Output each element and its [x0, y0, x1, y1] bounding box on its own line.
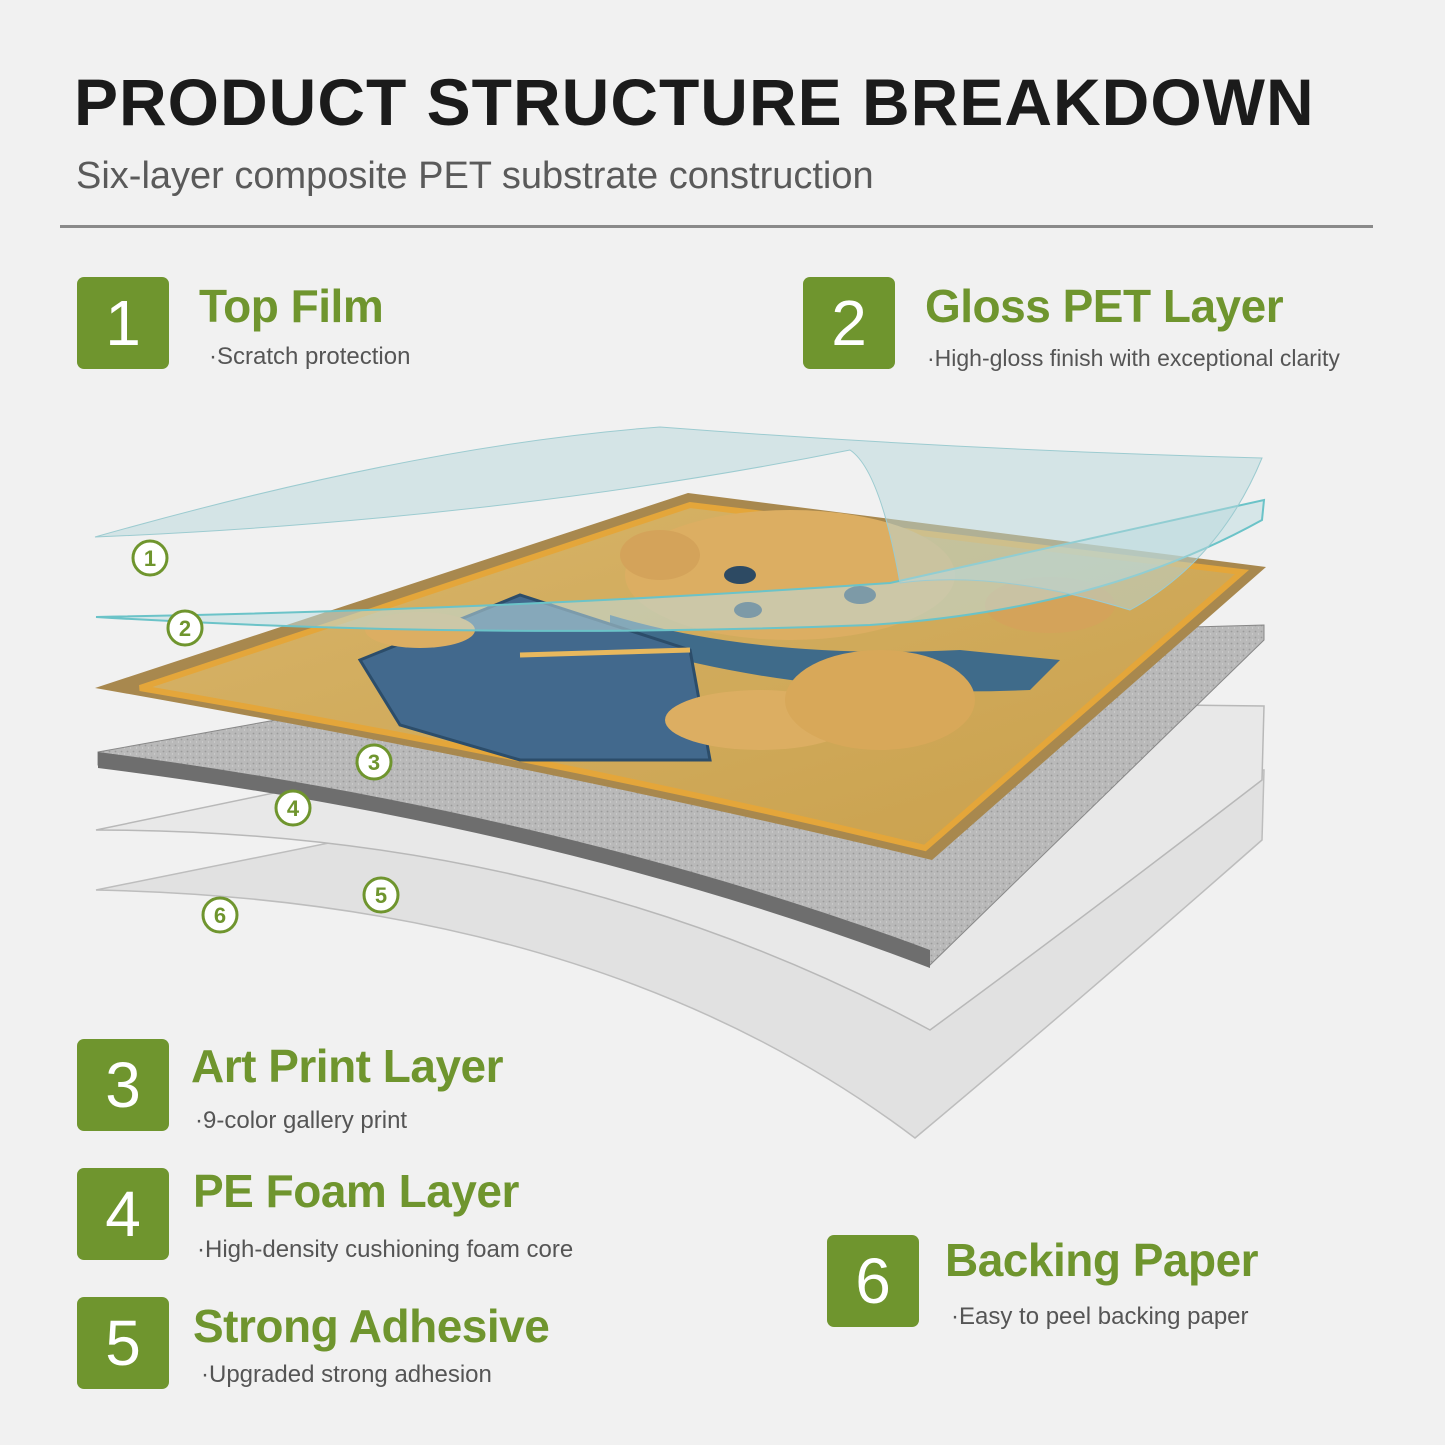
layer-6-badge: 6: [827, 1235, 919, 1327]
layer-5-badge: 5: [77, 1297, 169, 1389]
diagram-marker-2-label: 2: [179, 616, 191, 641]
diagram-marker-3: [355, 743, 393, 781]
layer-2-name: Gloss PET Layer: [925, 280, 1284, 332]
bear-body-right: [785, 650, 975, 750]
diagram-marker-1: [131, 539, 169, 577]
layer-4-description: High-density cushioning foam core: [197, 1236, 573, 1264]
bear-eye-left: [724, 566, 756, 584]
bear-ear-left: [620, 530, 700, 580]
page-title: PRODUCT STRUCTURE BREAKDOWN: [74, 65, 1315, 139]
header-divider: [60, 225, 1373, 228]
layer-4-name: PE Foam Layer: [193, 1165, 519, 1217]
diagram-marker-5: [362, 876, 400, 914]
layer-4-badge: 4: [77, 1168, 169, 1260]
diagram-marker-3-label: 3: [368, 750, 380, 775]
layer-3-description: 9-color gallery print: [195, 1107, 407, 1135]
layer-1-name: Top Film: [199, 280, 384, 332]
diagram-marker-6: [201, 896, 239, 934]
diagram-marker-5-label: 5: [375, 883, 387, 908]
layer-1-badge: 1: [77, 277, 169, 369]
foam-edge: [98, 752, 930, 968]
page-subtitle: Six-layer composite PET substrate constr…: [76, 155, 874, 197]
layer-3-badge: 3: [77, 1039, 169, 1131]
diagram-marker-2: [166, 609, 204, 647]
layer-3-name: Art Print Layer: [191, 1040, 504, 1092]
layer-2-badge: 2: [803, 277, 895, 369]
diagram-marker-4: [274, 789, 312, 827]
layer-5-name: Strong Adhesive: [193, 1300, 550, 1352]
diagram-marker-6-label: 6: [214, 903, 226, 928]
layer-6-description: Easy to peel backing paper: [951, 1303, 1249, 1331]
top-film-sheet: [94, 426, 1263, 611]
gloss-pet-sheet: [95, 498, 1266, 632]
layer-5-description: Upgraded strong adhesion: [201, 1361, 492, 1389]
layer-1-description: Scratch protection: [209, 343, 410, 371]
layer-2-description: High-gloss finish with exceptional clari…: [927, 345, 1340, 372]
diagram-marker-1-label: 1: [144, 546, 156, 571]
diagram-marker-4-label: 4: [287, 796, 300, 821]
layer-6-name: Backing Paper: [945, 1234, 1259, 1286]
book-spine: [519, 647, 691, 658]
